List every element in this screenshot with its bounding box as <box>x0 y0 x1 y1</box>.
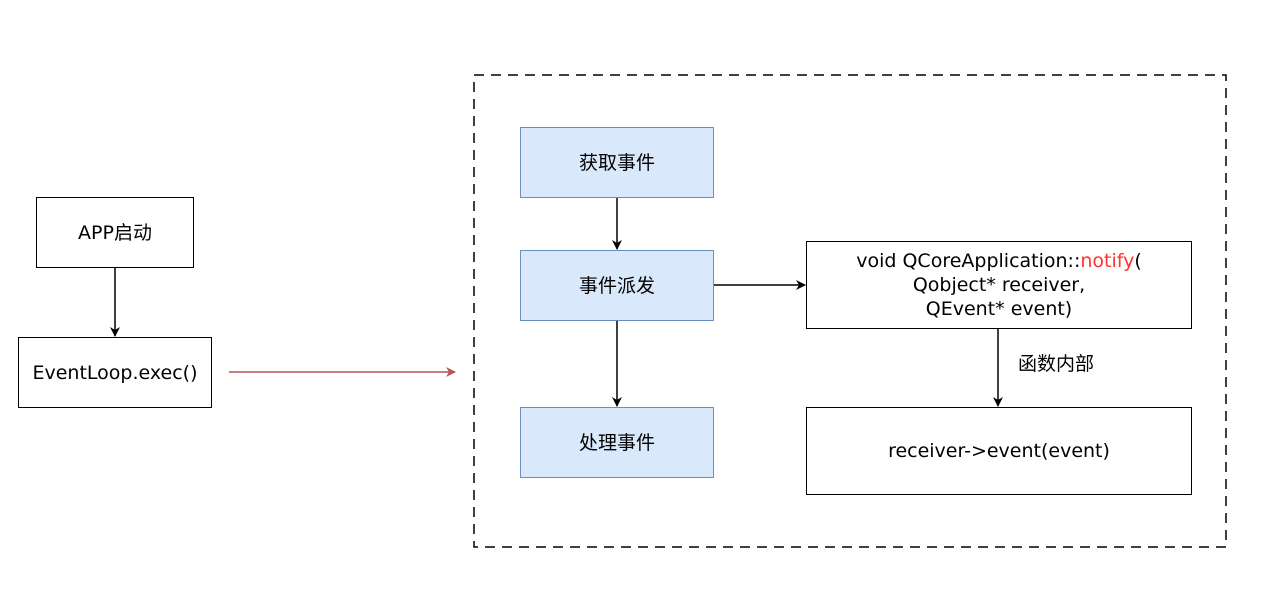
node-notify: void QCoreApplication::notify( Qobject* … <box>806 241 1192 329</box>
notify-suffix: ( <box>1134 250 1142 272</box>
node-process-event: 处理事件 <box>520 407 714 478</box>
node-get-event-label: 获取事件 <box>578 151 655 174</box>
dashed-container <box>473 74 1227 548</box>
node-receiver-event: receiver->event(event) <box>806 407 1192 495</box>
node-dispatch-event: 事件派发 <box>520 250 714 321</box>
node-process-event-label: 处理事件 <box>578 431 655 454</box>
edge-label-inside-function: 函数内部 <box>1018 352 1095 376</box>
notify-prefix: void QCoreApplication:: <box>856 250 1081 272</box>
notify-signature-line-2: Qobject* receiver, <box>912 274 1086 296</box>
node-dispatch-event-label: 事件派发 <box>578 274 655 297</box>
node-receiver-event-label: receiver->event(event) <box>888 440 1110 462</box>
node-app-start-label: APP启动 <box>78 221 152 244</box>
node-app-start: APP启动 <box>36 197 194 268</box>
notify-signature-line-3: QEvent* event) <box>925 298 1073 320</box>
notify-highlight: notify <box>1080 250 1135 272</box>
node-event-loop-label: EventLoop.exec() <box>32 361 198 384</box>
node-event-loop: EventLoop.exec() <box>18 337 212 408</box>
notify-signature-line-1: void QCoreApplication::notify( <box>856 249 1142 273</box>
node-get-event: 获取事件 <box>520 127 714 198</box>
